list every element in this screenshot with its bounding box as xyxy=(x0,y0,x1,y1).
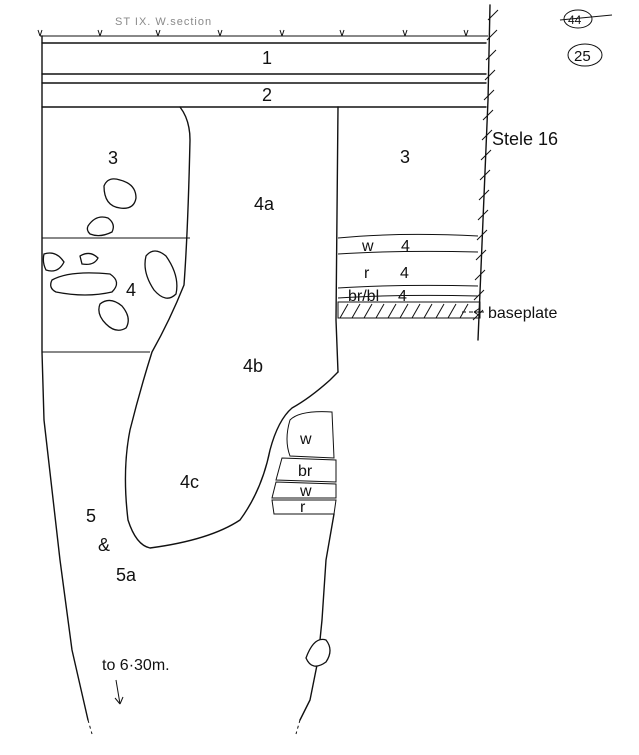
layer-5-label: 5 xyxy=(86,506,96,526)
pit-right-edge xyxy=(335,106,339,373)
central-pit-outline xyxy=(124,106,339,549)
layer-4c-label: 4c xyxy=(180,472,199,492)
stele-label: Stele 16 xyxy=(492,129,558,149)
left-block-boundaries xyxy=(42,237,190,353)
layer-bands-top xyxy=(41,42,487,108)
stone xyxy=(79,252,99,266)
layer-3-left-label: 3 xyxy=(108,148,118,168)
stone xyxy=(50,272,118,296)
sublayer-w-number: 4 xyxy=(401,238,410,255)
layer-4b-label: 4b xyxy=(243,356,263,376)
layer-amp-label: & xyxy=(98,535,110,555)
layer-4-left-label: 4 xyxy=(126,280,136,300)
sheet-number-struck: 44 xyxy=(559,9,613,29)
sublayer-r-number: 4 xyxy=(400,265,409,282)
pit-r-label: r xyxy=(300,499,306,516)
stone xyxy=(103,178,137,209)
svg-text:44: 44 xyxy=(568,13,582,27)
baseplate-arrow xyxy=(460,307,484,317)
stones xyxy=(42,178,178,331)
sublayer-brbl-number: 4 xyxy=(398,288,407,305)
down-arrow-icon xyxy=(114,679,124,705)
depth-note: to 6·30m. xyxy=(102,657,170,674)
pit-w-bottom-label: w xyxy=(299,483,312,500)
layer-4a-label: 4a xyxy=(254,194,275,214)
right-block-sublayers xyxy=(337,233,481,319)
sublayer-r-label: r xyxy=(364,265,370,282)
section-left-wall xyxy=(41,35,89,721)
svg-text:25: 25 xyxy=(574,48,591,65)
sublayer-w-label: w xyxy=(361,238,374,255)
right-continuation xyxy=(295,719,301,735)
layer-5a-label: 5a xyxy=(116,565,137,585)
stone xyxy=(42,252,65,272)
left-continuation xyxy=(87,719,93,735)
layer-3-right-label: 3 xyxy=(400,147,410,167)
lower-right-boundary xyxy=(299,513,335,721)
pit-w-top-label: w xyxy=(299,431,312,448)
stone xyxy=(305,638,331,667)
stone xyxy=(98,299,129,331)
layer-2-label: 2 xyxy=(262,85,272,105)
pit-br-label: br xyxy=(298,463,313,480)
sheet-number: 25 xyxy=(567,43,603,67)
ground-surface-markers xyxy=(37,29,488,37)
stele-wall xyxy=(472,4,499,341)
baseplate-label: baseplate xyxy=(488,305,557,322)
layer-1-label: 1 xyxy=(262,48,272,68)
stone xyxy=(144,250,178,299)
drawing-title: ST IX. W.section xyxy=(115,16,212,28)
stone xyxy=(86,216,114,237)
sublayer-brbl-label: br/bl xyxy=(348,288,379,305)
